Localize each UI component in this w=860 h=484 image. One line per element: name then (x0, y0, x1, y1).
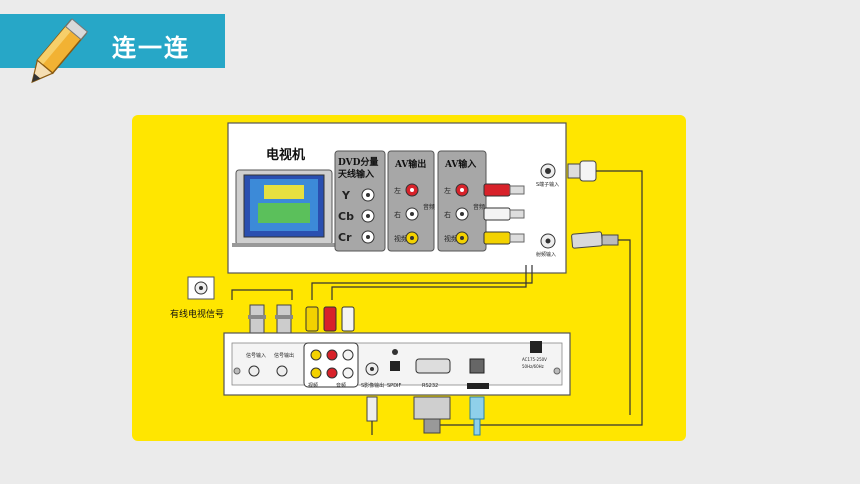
stb-video-label: 视频 (308, 382, 318, 389)
connection-diagram-board: 电视机 DVD分量 天线输入 Y Cb Cr AV输出 左 右 视频 音频 AV… (132, 115, 686, 441)
av-out-title: AV输出 (394, 158, 426, 170)
cable-line-3 (231, 289, 293, 300)
av-input-panel (437, 150, 487, 252)
cable-line-1 (311, 265, 533, 300)
antenna-cable-plug (571, 231, 631, 415)
stb-signal-in-label: 信号输入 (246, 352, 266, 359)
svideo-cable-plug (432, 160, 643, 426)
av-out-audio: 音频 (423, 203, 435, 211)
stb-audio-label: 音频 (336, 382, 346, 389)
pencil-icon (31, 18, 89, 84)
stb-power-socket (530, 341, 542, 353)
stb-rs232-label: RS232 (422, 383, 438, 389)
connection-diagram: 电视机 DVD分量 天线输入 Y Cb Cr AV输出 左 右 视频 音频 AV… (170, 122, 643, 436)
av-input-rca-plugs (483, 183, 525, 245)
av-in-title: AV输入 (444, 158, 476, 170)
stb-spdif-port (390, 361, 400, 371)
av-output-panel (387, 150, 435, 252)
title-banner: 连一连 (0, 14, 225, 84)
cable-line-2 (331, 265, 527, 300)
stb-svideo-label: S影像输出 (361, 382, 384, 389)
av-in-video: 视频 (444, 234, 458, 243)
stb-signal-out-label: 信号输出 (274, 352, 294, 359)
stb-signal-out-jack (276, 365, 288, 377)
page-title: 连一连 (112, 34, 190, 62)
tv-antenna-label: 射频输入 (536, 251, 556, 258)
component-input-panel (334, 150, 386, 252)
stb-bottom-cables (366, 396, 485, 436)
av-out-right: 右 (394, 210, 401, 219)
stb-lan-label: 10/100M (468, 384, 486, 389)
component-title-line2: 天线输入 (338, 168, 374, 180)
stb-power-label-2: 50Hz/60Hz (522, 364, 544, 369)
component-title-line1: DVD分量 (338, 156, 378, 168)
stb-signal-in-jack (248, 365, 260, 377)
stb-spdif-label: SPDIF (387, 383, 402, 389)
stb-rs232-port (415, 358, 451, 374)
cable-tv-outlet-label: 有线电视信号 (170, 308, 224, 320)
jack-label-y: Y (341, 189, 351, 202)
tv-svideo-label: S端子输入 (536, 181, 559, 188)
tv-title: 电视机 (266, 147, 305, 163)
stb-power-label-1: AC175-250V (522, 357, 547, 362)
stb-input-plugs (248, 304, 355, 334)
jack-label-cr: Cr (338, 231, 352, 244)
av-in-left: 左 (444, 186, 451, 195)
av-in-right: 右 (444, 210, 451, 219)
av-in-audio: 音频 (473, 203, 485, 211)
av-out-left: 左 (394, 186, 401, 195)
stb-lan-port (469, 358, 485, 374)
tv-icon (232, 169, 336, 247)
jack-label-cb: Cb (338, 210, 354, 223)
av-out-video: 视频 (394, 234, 408, 243)
